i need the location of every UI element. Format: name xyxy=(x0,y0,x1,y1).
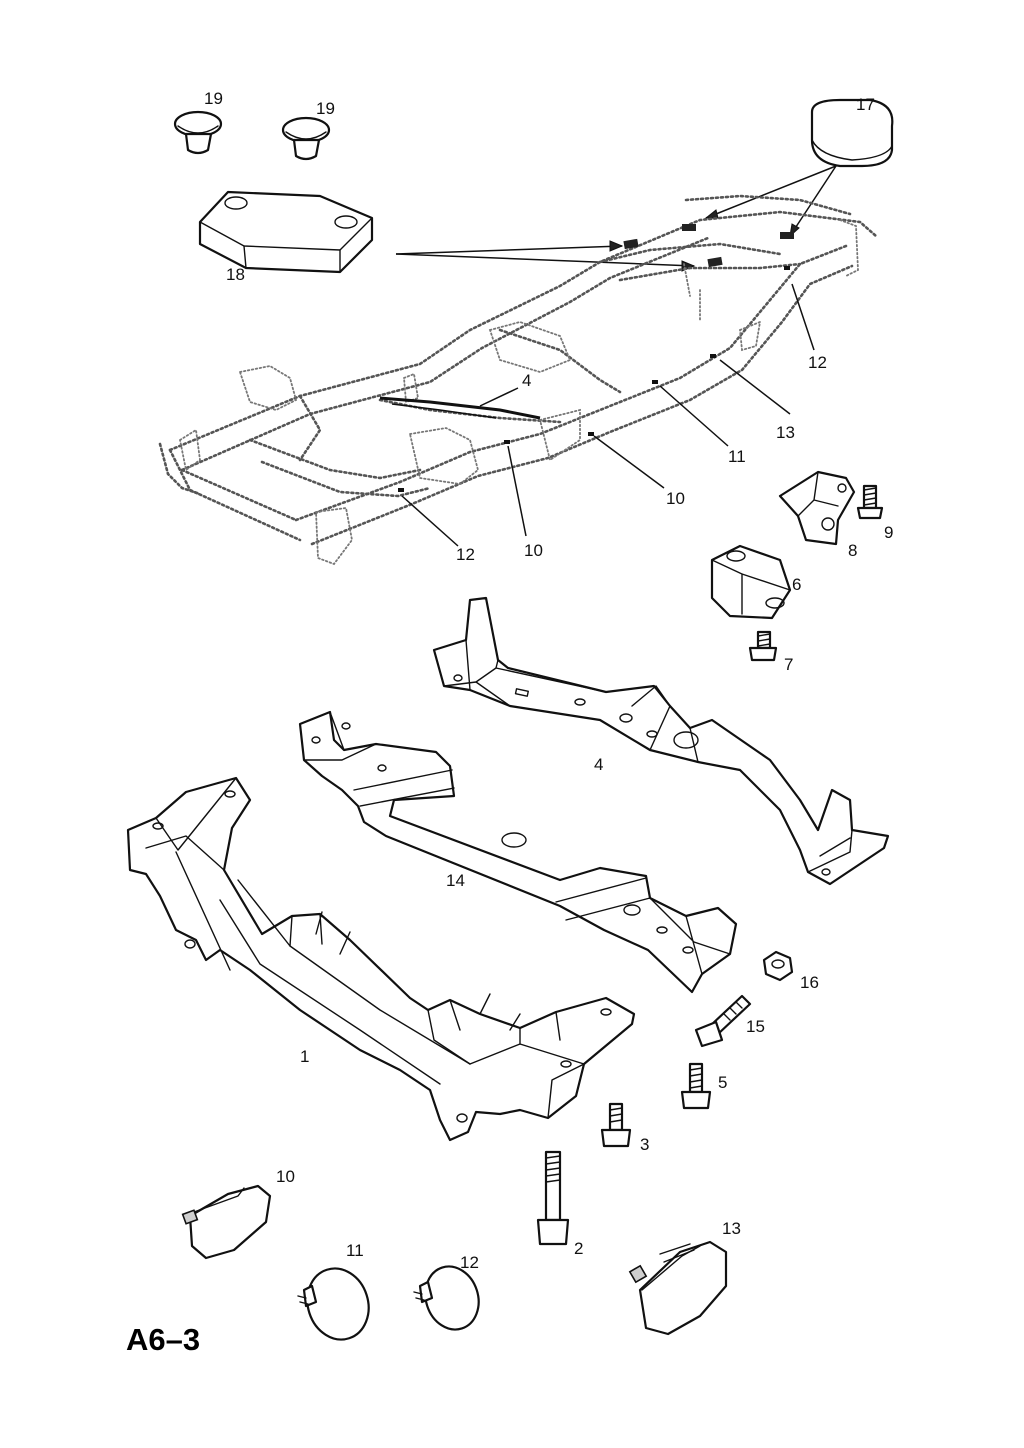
callout-12-frame-left: 12 xyxy=(456,545,475,564)
callout-7: 7 xyxy=(784,655,793,674)
callout-16: 16 xyxy=(800,973,819,992)
pad-18 xyxy=(198,190,374,274)
callout-4: 4 xyxy=(594,755,603,774)
callout-13-frame: 13 xyxy=(776,423,795,442)
callout-14: 14 xyxy=(446,871,465,890)
crossmember-4 xyxy=(432,596,890,886)
callout-10-frame-left: 10 xyxy=(524,541,543,560)
bolt-5 xyxy=(680,1062,712,1110)
plug-12 xyxy=(413,1265,480,1331)
callout-19-left: 19 xyxy=(204,89,223,108)
callout-19-right: 19 xyxy=(316,99,335,118)
bolt-2 xyxy=(536,1150,570,1246)
bolt-15 xyxy=(694,994,752,1048)
callout-18: 18 xyxy=(226,265,245,284)
callout-6: 6 xyxy=(792,575,801,594)
callout-5: 5 xyxy=(718,1073,727,1092)
crossmember-14 xyxy=(298,710,738,994)
cap-17 xyxy=(810,98,894,168)
nut-16 xyxy=(762,950,794,982)
callout-4-frame: 4 xyxy=(522,371,531,390)
callout-1: 1 xyxy=(300,1047,309,1066)
leader-lines-top xyxy=(395,165,837,272)
bracket-8 xyxy=(778,470,856,546)
callout-3: 3 xyxy=(640,1135,649,1154)
callout-10: 10 xyxy=(276,1167,295,1186)
bolt-7 xyxy=(748,630,778,662)
callout-8: 8 xyxy=(848,541,857,560)
bolt-9 xyxy=(856,484,884,520)
crossmember-1 xyxy=(126,776,636,1142)
chassis-frame xyxy=(158,194,878,566)
callout-12-frame-right: 12 xyxy=(808,353,827,372)
callout-11: 11 xyxy=(346,1241,364,1260)
callout-17: 17 xyxy=(856,95,875,114)
bushing-6 xyxy=(710,544,792,620)
plug-13 xyxy=(628,1240,728,1336)
callout-9: 9 xyxy=(884,523,893,542)
frame-leaders xyxy=(401,283,815,547)
plug-19-right xyxy=(281,116,331,161)
callout-2: 2 xyxy=(574,1239,583,1258)
callout-12: 12 xyxy=(460,1253,479,1272)
callout-15: 15 xyxy=(746,1017,765,1036)
diagram-code: A6–3 xyxy=(126,1322,200,1357)
plug-19-left xyxy=(173,110,223,155)
callout-10-frame-right: 10 xyxy=(666,489,685,508)
bolt-3 xyxy=(600,1102,632,1148)
callout-13: 13 xyxy=(722,1219,741,1238)
callout-11-frame: 11 xyxy=(728,447,746,466)
plug-10 xyxy=(181,1184,272,1260)
callout-labels: 19 19 17 18 12 13 11 10 4 12 10 9 8 6 7 … xyxy=(204,89,893,1272)
plug-11 xyxy=(297,1267,370,1341)
